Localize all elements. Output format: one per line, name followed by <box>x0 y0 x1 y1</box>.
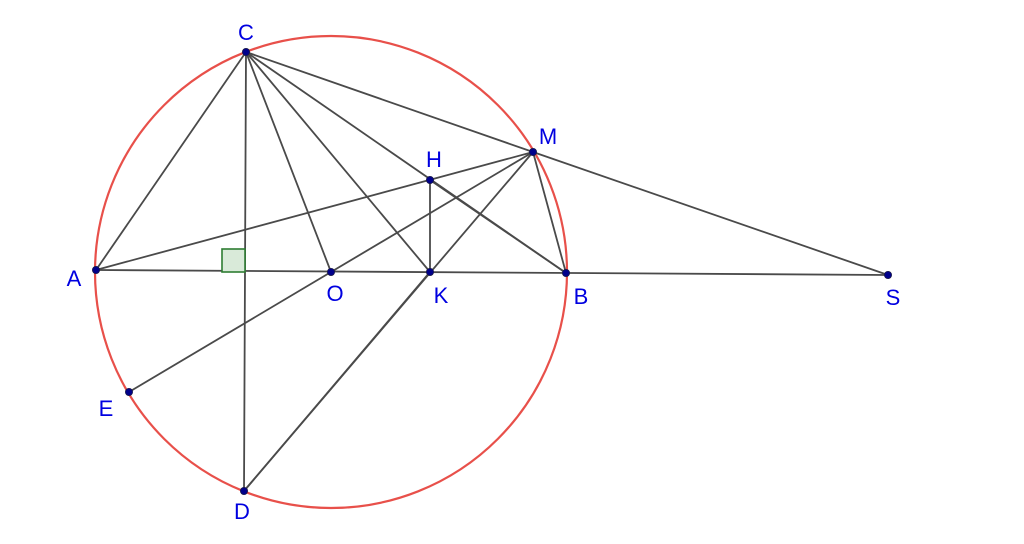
segment-ca <box>95 51 247 271</box>
segment-cm <box>245 51 534 153</box>
right-angle-marker <box>221 248 246 273</box>
labels-layer: C M H A O K B S E D <box>67 20 901 524</box>
segment-as <box>95 269 889 276</box>
point-label-k: K <box>434 283 449 308</box>
segment-hb <box>429 179 567 274</box>
point-s <box>884 270 893 279</box>
segment-co <box>245 51 332 273</box>
point-k <box>425 267 434 276</box>
segments-layer <box>95 51 889 492</box>
point-b <box>562 268 571 277</box>
point-c <box>241 48 250 57</box>
segment-am <box>95 151 534 271</box>
point-label-h: H <box>426 147 442 172</box>
point-label-c: C <box>238 20 254 45</box>
point-label-e: E <box>99 396 114 421</box>
point-m <box>529 147 538 156</box>
point-label-o: O <box>326 281 343 306</box>
point-d <box>239 486 248 495</box>
point-label-b: B <box>574 284 589 309</box>
point-label-a: A <box>67 266 82 291</box>
segment-ms <box>532 151 889 276</box>
points-layer <box>92 48 893 495</box>
point-a <box>92 265 101 274</box>
point-label-d: D <box>234 499 250 524</box>
segment-ck <box>245 51 431 273</box>
point-label-m: M <box>539 124 557 149</box>
segment-dk <box>243 271 431 492</box>
point-h <box>425 175 434 184</box>
right-angle-layer <box>221 248 246 273</box>
segment-mb <box>532 151 567 274</box>
point-label-s: S <box>886 285 901 310</box>
point-e <box>125 387 134 396</box>
point-o <box>326 267 335 276</box>
